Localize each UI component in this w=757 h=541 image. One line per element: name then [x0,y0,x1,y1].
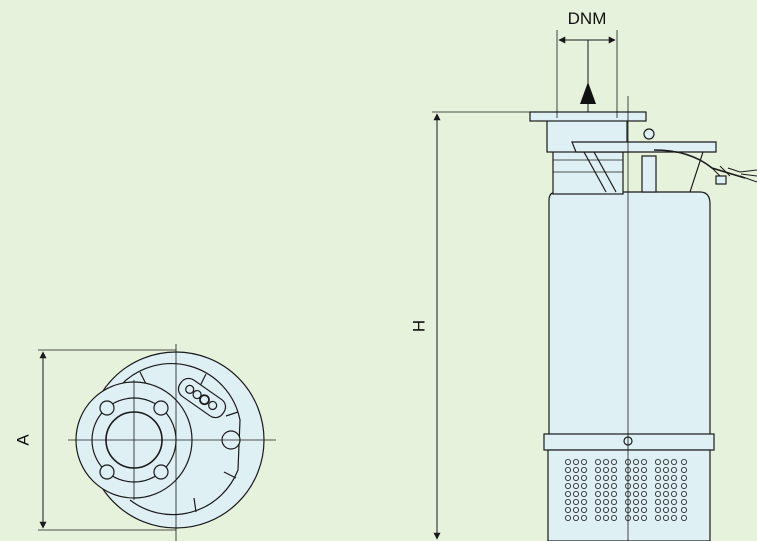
cable-clamp [715,175,727,185]
handle-strut [583,151,617,193]
top-view-housing-outline [119,363,241,516]
motor-housing [548,191,711,437]
bolt-hole [153,400,169,416]
dimension-h [432,111,530,540]
discharge-top-flange [529,111,647,122]
handle-strut-right [689,151,704,193]
top-view [68,344,276,541]
dimension-a [38,349,176,531]
flow-arrow [580,40,596,112]
side-view [529,96,757,541]
flow-arrow-head [580,82,596,104]
bolt-hole [153,464,169,480]
bolt-hole [99,464,115,480]
strainer [547,449,711,541]
cable-wires [711,165,757,183]
cable-eye [643,128,655,140]
cable-gland-plate [177,377,227,419]
power-cable [653,149,746,179]
cable-entry [641,155,657,193]
lifting-handle [571,141,717,153]
dimension-dnm [556,30,618,118]
dimension-a-label: A [13,434,32,446]
dimension-h-label: H [409,320,428,332]
strainer-holes [565,458,688,521]
top-view-ribs [139,371,239,513]
dimension-dnm-label: DNM [568,9,607,28]
bolt-hole [99,400,115,416]
